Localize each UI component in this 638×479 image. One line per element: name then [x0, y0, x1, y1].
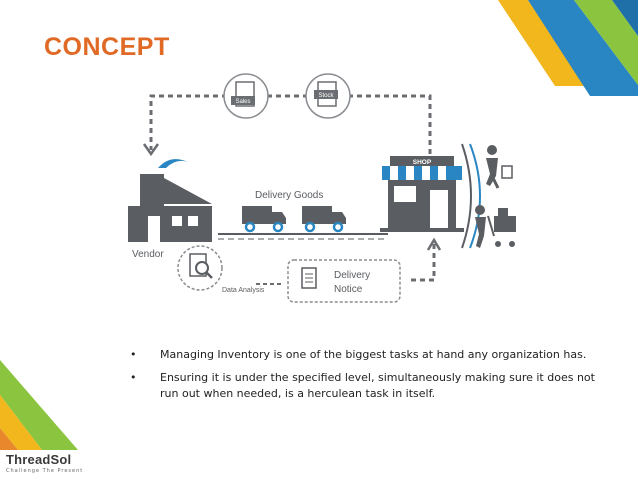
stock-document-icon: Stock — [305, 73, 351, 119]
delivery-notice-line1: Delivery — [334, 270, 370, 281]
data-analysis-icon — [177, 245, 223, 291]
customer-with-bag-icon — [486, 145, 513, 189]
vendor-factory-icon — [128, 159, 212, 242]
delivery-truck-icon — [242, 206, 286, 233]
data-analysis-label: Data Analysis — [222, 287, 265, 294]
vendor-label: Vendor — [132, 249, 164, 260]
bullet-text: Managing Inventory is one of the biggest… — [160, 348, 587, 361]
bullet-marker: • — [130, 371, 137, 384]
delivery-truck-icon — [302, 206, 346, 233]
shop-icon: SHOP — [380, 156, 464, 232]
sales-label: Sales — [235, 99, 250, 105]
logo-name: ThreadSol — [6, 452, 72, 467]
vendor-arrowhead — [142, 143, 160, 157]
bullet-item: • Ensuring it is under the specified lev… — [130, 370, 600, 402]
bullet-marker: • — [130, 348, 137, 361]
slide-title: CONCEPT — [44, 33, 170, 61]
bullet-text: Ensuring it is under the specified level… — [160, 371, 595, 400]
logo-tagline: Challenge The Present — [6, 468, 84, 474]
inventory-flow-diagram: Sales Stock Vendor Delivery Goods — [128, 73, 516, 303]
threadsol-logo: ThreadSol Challenge The Present — [6, 452, 83, 474]
sales-document-icon: Sales — [223, 73, 269, 119]
shop-label: SHOP — [413, 159, 432, 166]
delivery-notice-line2: Notice — [334, 284, 363, 295]
stock-label: Stock — [318, 93, 334, 99]
customer-with-cart-icon — [475, 205, 516, 248]
return-loop-arrow — [408, 244, 436, 282]
bullet-item: • Managing Inventory is one of the bigge… — [130, 347, 600, 363]
delivery-goods-label: Delivery Goods — [255, 190, 323, 201]
delivery-notice-box: Delivery Notice — [287, 259, 401, 303]
bullet-list: • Managing Inventory is one of the bigge… — [130, 347, 600, 409]
top-loop-arrow — [149, 94, 432, 154]
